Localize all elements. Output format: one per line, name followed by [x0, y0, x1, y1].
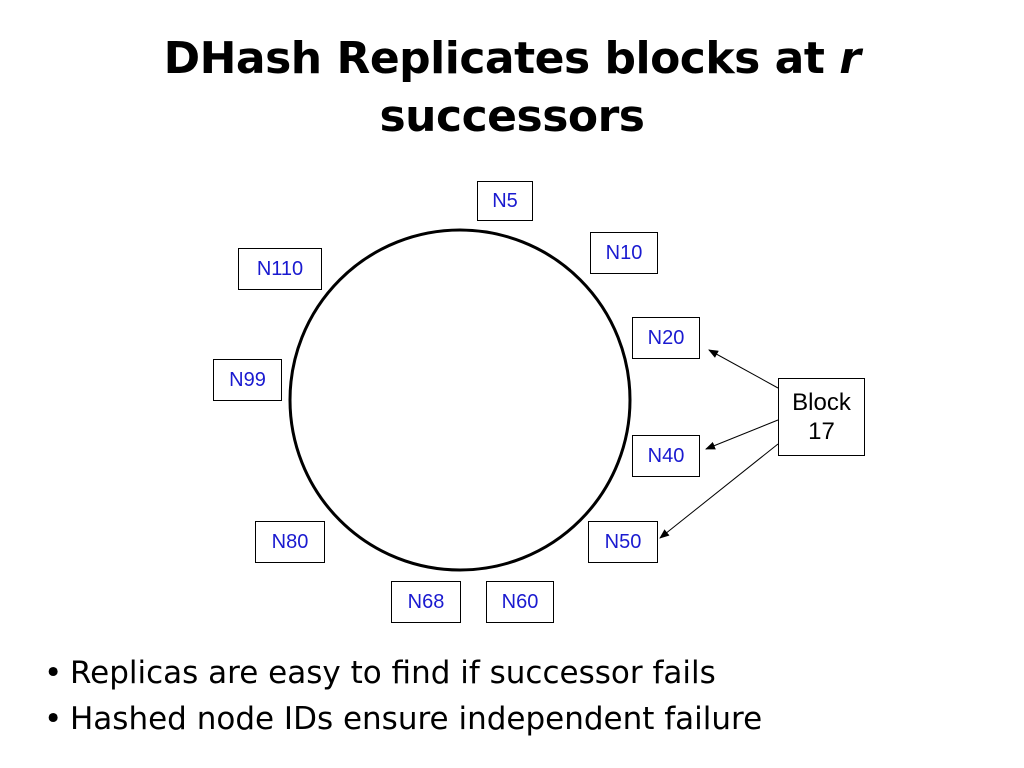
title-line-1: DHash Replicates blocks at r — [100, 30, 924, 88]
node-n110: N110 — [238, 248, 322, 290]
node-n5: N5 — [477, 181, 533, 221]
title-line-1-text: DHash Replicates blocks at — [163, 33, 840, 84]
arrow-block-to-n20 — [708, 349, 779, 389]
node-n60: N60 — [486, 581, 554, 623]
bullet-dot: • — [44, 701, 63, 737]
block-label-line-2: 17 — [808, 418, 835, 445]
bullet-dot: • — [44, 655, 63, 691]
block-17-box: Block 17 — [778, 378, 865, 456]
arrow-block-to-n50 — [659, 443, 779, 539]
node-n50: N50 — [588, 521, 658, 563]
bullet-item: •Replicas are easy to find if successor … — [44, 650, 984, 696]
node-n40: N40 — [632, 435, 700, 477]
slide-title: DHash Replicates blocks at r successors — [100, 30, 924, 146]
node-n99: N99 — [213, 359, 282, 401]
title-line-2: successors — [379, 91, 645, 142]
node-n80: N80 — [255, 521, 325, 563]
ring-circle — [288, 228, 632, 572]
node-n68: N68 — [391, 581, 461, 623]
bullet-text: Hashed node IDs ensure independent failu… — [70, 701, 763, 737]
block-label-line-1: Block — [792, 389, 851, 416]
node-n10: N10 — [590, 232, 658, 274]
bullet-item: •Hashed node IDs ensure independent fail… — [44, 696, 984, 742]
bullet-list: •Replicas are easy to find if successor … — [44, 650, 984, 742]
node-n20: N20 — [632, 317, 700, 359]
arrow-block-to-n40 — [705, 419, 779, 450]
bullet-text: Replicas are easy to find if successor f… — [70, 655, 716, 691]
title-variable-r: r — [839, 33, 861, 84]
